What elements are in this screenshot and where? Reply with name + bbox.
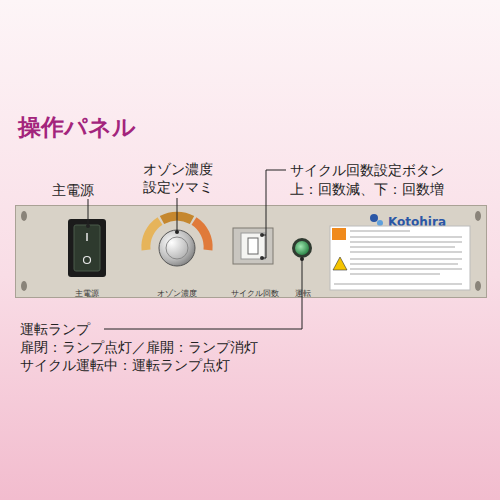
logo-icon [377,220,383,226]
switch-frame [68,219,106,277]
logo-icon [370,214,378,222]
callout-label: オゾン濃度 設定ツマミ [138,160,218,196]
callout-dot [300,257,304,261]
lamp-bezel [292,238,312,258]
warning-sticker [330,226,470,290]
callout-label: 扉閉：ランプ点灯／扉開：ランプ消灯 [20,338,258,356]
warning-icon [333,257,347,270]
ozone-knob [159,230,195,266]
panel-label: オゾン濃度 [157,288,197,299]
warning-icon [332,228,346,240]
ozone-knob-ring [166,237,188,259]
panel-label: 主電源 [75,288,99,299]
callout-label: サイクル運転中：運転ランプ点灯 [20,356,230,374]
screw-hole [475,211,481,221]
callout-dot [86,224,90,228]
callout-label: 上：回数減、下：回数増 [290,180,444,198]
run-lamp [295,241,309,255]
counter-window [241,233,265,259]
callout-label: 主電源 [52,181,94,199]
panel-label: 運転 [295,288,311,299]
screw-hole [21,281,27,291]
page-title: 操作パネル [18,112,136,143]
callout-dot [175,230,179,234]
sticker-lines [334,231,462,284]
panel-label: サイクル回数 [231,288,279,299]
callout-label: 運転ランプ [20,320,90,338]
counter-digit [248,238,258,254]
callout-label: サイクル回数設定ボタン [290,161,444,179]
switch-off-mark [84,257,91,264]
screw-hole [475,281,481,291]
cycle-counter [233,228,273,264]
screw-hole [21,211,27,221]
switch-on-mark [86,233,88,241]
switch-rocker [74,225,100,271]
